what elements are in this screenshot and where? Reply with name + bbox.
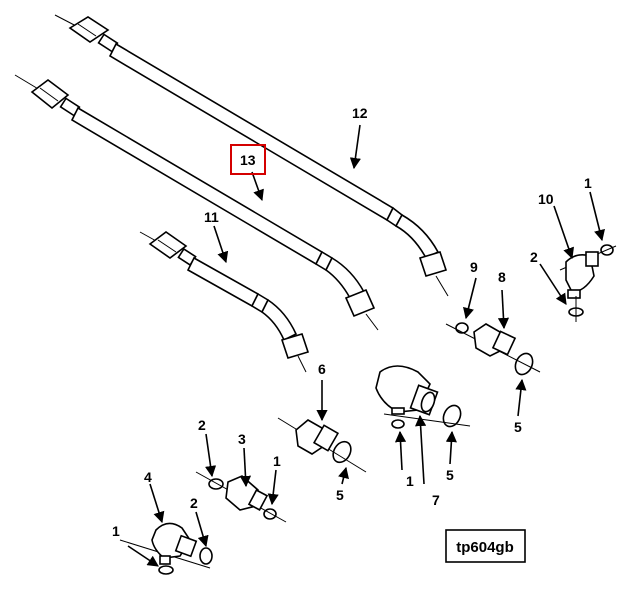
callout-2-right: 2 (530, 249, 538, 265)
callout-13: 13 (240, 152, 256, 168)
callout-5-left: 5 (336, 487, 344, 503)
fitting-6-adapter (277, 417, 367, 473)
callout-1-right: 1 (584, 175, 592, 191)
callout-1-mid: 1 (406, 473, 414, 489)
o-ring-2-mid (208, 478, 224, 490)
callout-10: 10 (538, 191, 554, 207)
callout-6: 6 (318, 361, 326, 377)
o-ring-1-right (600, 244, 614, 256)
callout-8: 8 (498, 269, 506, 285)
o-ring-1-mid (391, 419, 405, 429)
callout-13-highlight-box (230, 144, 266, 175)
callout-5-mid: 5 (446, 467, 454, 483)
fitting-7-elbow (375, 365, 471, 427)
o-ring-5-left (332, 440, 352, 464)
hose-13 (14, 74, 379, 331)
o-ring-2-lower (199, 547, 213, 565)
o-ring-5-mid (442, 404, 462, 428)
figure-id-label: tp604gb (456, 539, 514, 556)
callout-1-lower: 1 (273, 453, 281, 469)
fitting-4-elbow (119, 522, 211, 569)
callout-4: 4 (144, 469, 152, 485)
o-ring-9 (455, 322, 469, 334)
callout-11: 11 (204, 209, 219, 225)
callout-5-right: 5 (514, 419, 522, 435)
callout-2-lower: 2 (190, 495, 198, 511)
fitting-10-elbow (559, 245, 617, 322)
o-ring-1-lower (263, 508, 277, 520)
o-ring-2-right (568, 307, 584, 317)
callout-3: 3 (238, 431, 246, 447)
callout-labels: 12 13 11 6 5 7 5 1 8 9 5 10 1 2 2 3 1 4 … (112, 105, 592, 539)
leader-arrows (127, 124, 605, 567)
callout-1-lower-left: 1 (112, 523, 120, 539)
hose-12 (54, 14, 449, 297)
callout-7: 7 (432, 492, 440, 508)
hose-11 (139, 231, 310, 373)
o-ring-5-right (514, 352, 534, 376)
callout-9: 9 (470, 259, 478, 275)
fitting-8-adapter (445, 323, 541, 373)
figure-id-box: tp604gb (445, 529, 526, 563)
callout-2-mid: 2 (198, 417, 206, 433)
callout-12: 12 (352, 105, 368, 121)
o-ring-1-lower-left (158, 565, 174, 575)
